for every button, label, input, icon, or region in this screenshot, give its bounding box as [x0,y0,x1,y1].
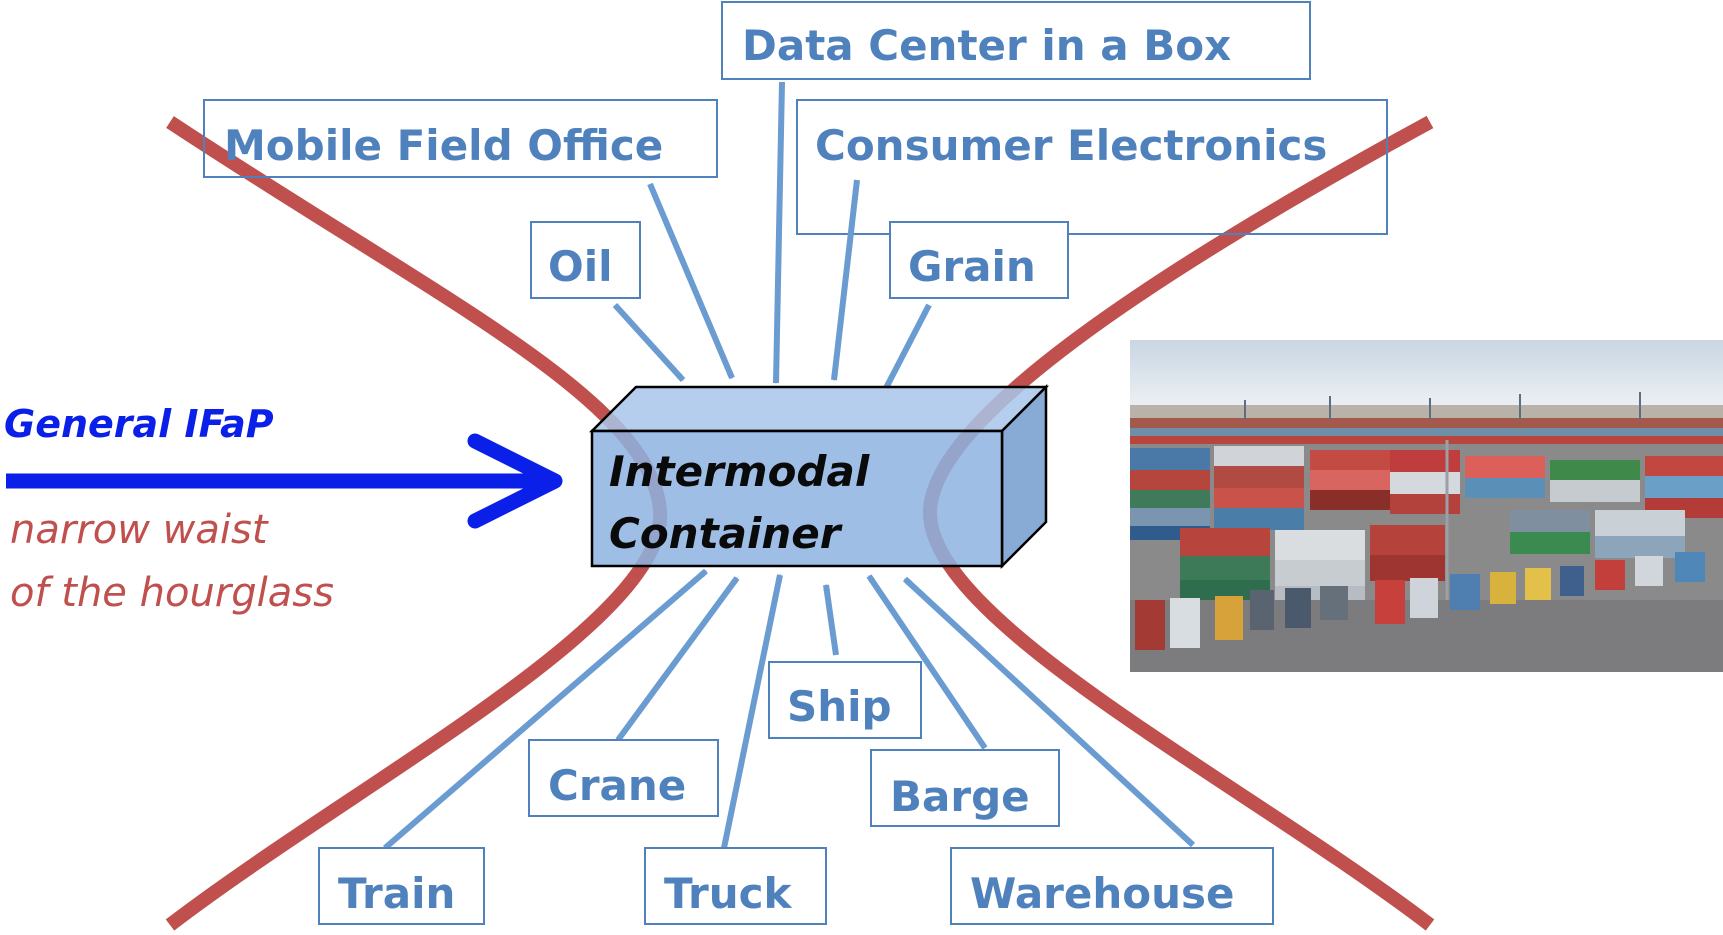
barge-arrow [866,574,988,750]
crane-arrow [615,576,740,742]
ifap-arrowhead [467,433,563,529]
train-label: Train [338,869,455,918]
cube-top-face [588,385,1050,433]
data-center-label: Data Center in a Box [742,21,1231,70]
waist-label-line1: narrow waist [10,507,269,553]
container-label-line2: Container [609,509,843,558]
barge-label: Barge [890,772,1030,821]
ifap-group: General IFaP narrow waist of the hourgla… [4,402,563,616]
bottom-items: Ship Crane Barge Train Truck Warehouse [318,661,1274,925]
mobile-field-office-label: Mobile Field Office [224,121,663,170]
crane-box: Crane [528,739,719,817]
truck-arrow [721,575,783,849]
data-center-arrow [776,81,785,383]
data-center-box: Data Center in a Box [721,1,1311,80]
container-port-photo [1130,340,1723,672]
grain-box: Grain [889,221,1069,299]
ship-arrow [823,585,839,656]
cube-front-face [590,429,1004,568]
grain-label: Grain [908,242,1036,291]
oil-box: Oil [530,221,641,299]
consumer-electronics-arrow [831,179,860,380]
mobile-field-office-arrow [647,182,735,378]
top-items: Data Center in a Box Mobile Field Office… [203,1,1388,299]
ship-label: Ship [787,682,892,731]
ifap-label: General IFaP [4,402,274,446]
train-arrow [383,568,708,851]
barge-box: Barge [870,749,1060,827]
crane-label: Crane [548,761,686,810]
warehouse-arrow [902,576,1196,848]
warehouse-label: Warehouse [970,869,1235,918]
warehouse-box: Warehouse [950,847,1274,925]
truck-label: Truck [664,869,793,918]
truck-box: Truck [644,847,827,925]
bottom-arrows [383,568,1196,851]
oil-label: Oil [548,242,613,291]
container-label-line1: Intermodal [609,447,870,496]
train-box: Train [318,847,485,925]
oil-arrow [612,302,686,383]
consumer-electronics-label: Consumer Electronics [815,121,1327,170]
top-arrows [612,81,932,390]
waist-label-line2: of the hourglass [10,570,334,616]
consumer-electronics-box: Consumer Electronics [796,99,1388,235]
ship-box: Ship [768,661,922,739]
grain-arrow [883,303,932,390]
intermodal-container-cube: Intermodal Container [588,383,1050,570]
mobile-field-office-box: Mobile Field Office [203,99,718,178]
